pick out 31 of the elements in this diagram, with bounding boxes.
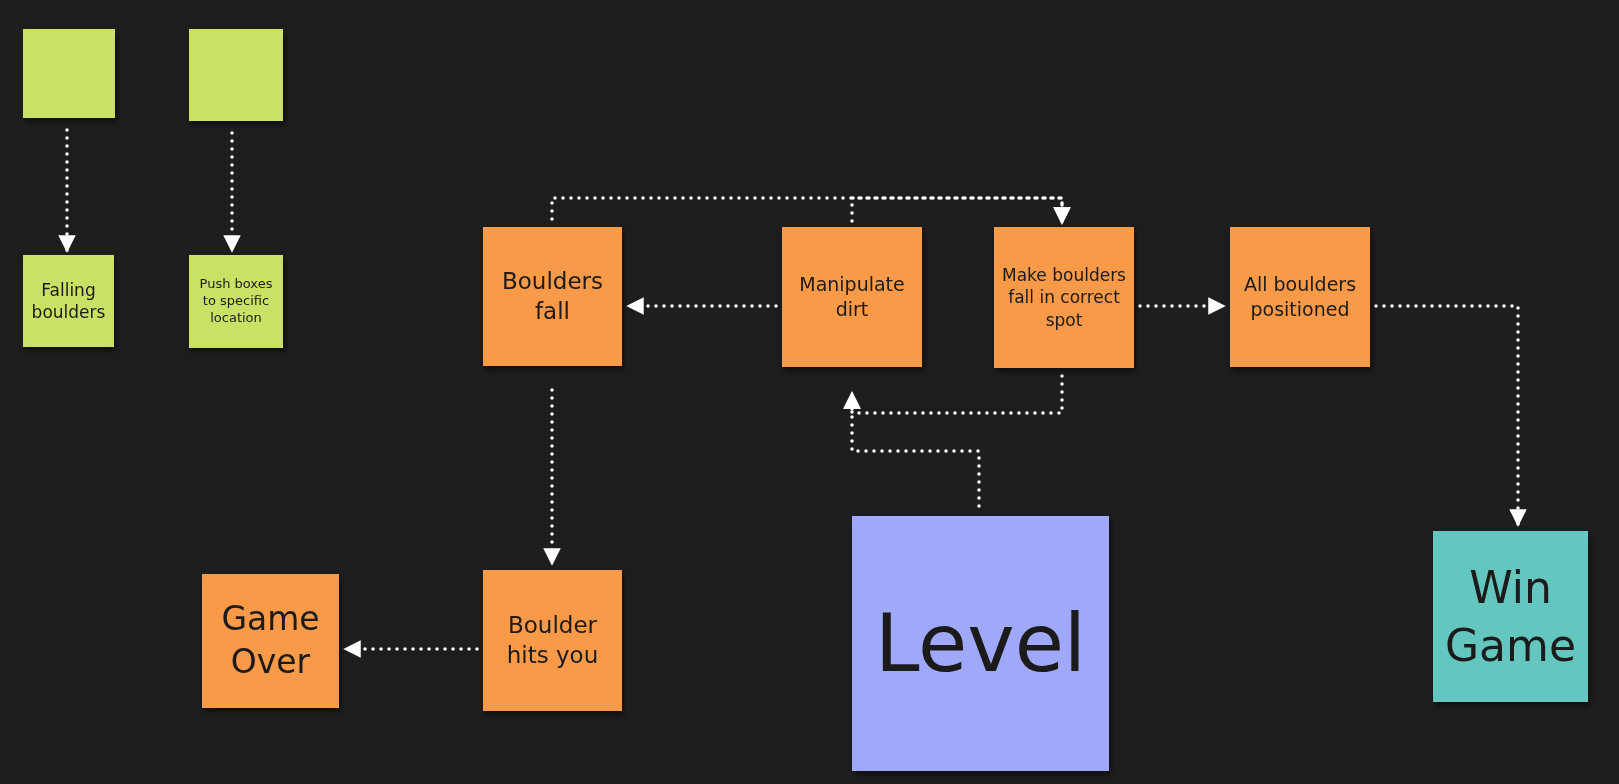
sticky-note	[1230, 227, 1370, 367]
dotted-arrow	[1138, 297, 1226, 315]
note-text: Manipulate dirt	[798, 272, 906, 322]
note-text: Game Over	[220, 598, 321, 683]
sticky-note	[202, 574, 339, 708]
dotted-arrow	[843, 391, 981, 508]
note-text: Level	[874, 599, 1087, 688]
note-text: Boulder hits you	[505, 610, 600, 670]
sticky-note	[782, 227, 922, 367]
dotted-arrow	[343, 640, 479, 658]
dotted-arrow	[626, 297, 778, 315]
sticky-note	[189, 29, 283, 121]
dotted-arrow	[543, 388, 561, 566]
note-text: Falling boulders	[30, 278, 107, 324]
sticky-note	[1433, 531, 1588, 702]
sticky-note	[23, 29, 115, 118]
note-text: Make boulders fall in correct spot	[1001, 264, 1127, 331]
dotted-arrow	[1374, 304, 1527, 527]
sticky-note	[483, 570, 622, 711]
note-text: All boulders positioned	[1242, 272, 1358, 322]
note-text: Boulders fall	[501, 266, 604, 326]
dotted-arrow	[850, 196, 1071, 225]
dotted-arrow	[58, 128, 76, 253]
sticky-note	[994, 227, 1134, 368]
note-text: Push boxes to specific location	[198, 276, 274, 327]
sticky-note	[23, 255, 114, 347]
note-text: Win Game	[1444, 561, 1577, 673]
sticky-note	[852, 516, 1109, 771]
sticky-note	[483, 227, 622, 366]
dotted-arrow	[223, 131, 241, 253]
sticky-note	[189, 255, 283, 348]
